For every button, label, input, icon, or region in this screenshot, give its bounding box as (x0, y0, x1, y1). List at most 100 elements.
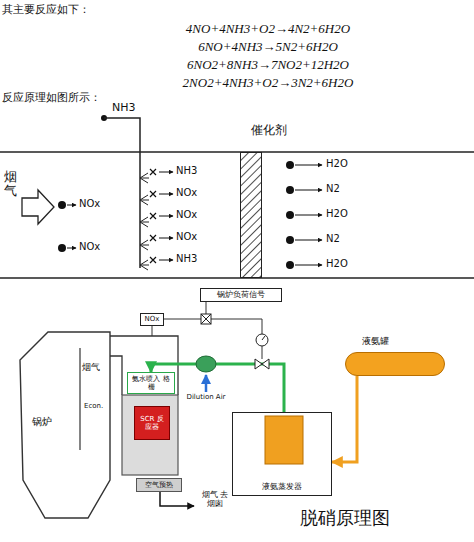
boiler-wall (79, 348, 80, 450)
chemical-formula: NOx (176, 231, 197, 243)
molecule-dot (58, 244, 66, 252)
flue-gas-label: 烟气 (4, 170, 17, 199)
molecule-dot (150, 235, 156, 241)
control-valve (255, 359, 269, 369)
label-holder: NOx (176, 209, 197, 221)
pipe-fittings (196, 356, 269, 372)
label-holder: 4NO+4NH3+O2→4N2+6H2O (186, 22, 350, 37)
molecule-dot (67, 248, 76, 249)
flue-duct (0, 151, 474, 153)
molecule-dot (286, 161, 294, 169)
pressure-gauge (256, 334, 268, 346)
injection-grid: 氨水喷入 格栅 (127, 372, 175, 394)
chemical-formula: NOx (79, 241, 100, 253)
molecule-dot (159, 260, 173, 261)
node-label: 液氨蒸发器 (262, 482, 302, 491)
label-holder: 其主要反应如下： (2, 4, 90, 17)
chemical-formula: N2 (326, 233, 340, 245)
label-holder: 烟气 (82, 362, 100, 372)
boiler-duct (110, 356, 122, 395)
label-holder: 6NO2+8NH3→7NO2+12H2O (187, 58, 349, 73)
label-holder: 反应原理如图所示： (2, 92, 101, 105)
molecule-dot (295, 165, 322, 166)
reaction-equation: 4NO+4NH3+O2→4N2+6H2O (186, 22, 350, 37)
chemical-formula: H2O (326, 158, 348, 170)
control-box (201, 314, 211, 324)
signal-line (152, 302, 262, 359)
node-label: 氨水喷入 格栅 (131, 375, 171, 391)
catalyst-bed-outline (240, 152, 262, 278)
molecule-dot (159, 238, 173, 239)
node-label: 空气预热 (145, 481, 173, 489)
boiler-outline (20, 332, 110, 518)
figure-title: 脱硝原理图 (300, 508, 390, 529)
scr-reactor: SCR 反应器 (134, 406, 170, 440)
flue-gas-label: 烟气 去烟囱 (198, 490, 232, 508)
molecule-dot (286, 211, 294, 219)
chemical-formula: NOx (79, 198, 100, 210)
molecule-dot (159, 194, 173, 195)
dilution-air-arrow (205, 375, 208, 392)
label-holder: NH3 (112, 102, 136, 115)
pressure-gauge (262, 336, 265, 340)
evaporator: 液氨蒸发器 (232, 412, 332, 496)
label-holder: 烟气 (4, 170, 17, 199)
flue-gas-label: 烟气 (82, 362, 100, 372)
label-holder: NOx (176, 187, 197, 199)
label-holder: NH3 (176, 165, 197, 177)
chemical-formula: NH3 (176, 165, 197, 177)
label-holder: H2O (326, 208, 348, 220)
node-label: SCR 反应器 (138, 415, 166, 431)
spray-nozzle (140, 173, 149, 270)
signal-line (262, 346, 263, 359)
molecule-dot (295, 240, 322, 241)
dilution-air-arrow (206, 375, 207, 392)
pipe-connector (332, 376, 357, 462)
flue-exit-arrow (160, 492, 194, 506)
molecule-dot (159, 216, 173, 217)
molecule-dot (295, 215, 322, 216)
molecule-dot (286, 261, 294, 269)
node-label: 锅炉负荷信号 (217, 290, 265, 299)
caption-text: 反应原理如图所示： (2, 92, 101, 105)
molecule-dot (67, 205, 76, 206)
spray-nozzle (140, 173, 149, 183)
chemical-formula: H2O (326, 208, 348, 220)
reaction-equation: 6NO+4NH3→5N2+6H2O (198, 40, 338, 55)
control-box (201, 314, 211, 324)
node-heading: 液氨罐 (362, 336, 389, 346)
molecule-dot (150, 257, 156, 263)
label-holder: 2NO2+4NH3+O2→3N2+6H2O (183, 76, 354, 91)
signal-line (152, 325, 153, 336)
label-holder: 6NO+4NH3→5N2+6H2O (198, 40, 338, 55)
molecule-dot (286, 186, 294, 194)
flue-exit-arrow (160, 492, 194, 506)
catalyst-hatching (241, 153, 262, 278)
molecule-dot (150, 213, 156, 219)
label-holder: NOx (79, 241, 100, 253)
node-label: 锅炉 (32, 416, 52, 428)
signal-box: 锅炉负荷信号 (200, 288, 282, 302)
molecule-dot (295, 190, 322, 191)
molecule-dot (150, 169, 156, 175)
molecule-dot (159, 172, 173, 173)
label-holder: NOx (79, 198, 100, 210)
analyzer-box: NOx (140, 313, 164, 326)
molecule-dot (286, 236, 294, 244)
label-holder: 脱硝原理图 (300, 508, 390, 529)
signal-line (211, 319, 262, 334)
flue-duct (0, 277, 474, 279)
molecule-dot (58, 161, 322, 269)
molecule-dot (150, 191, 156, 197)
boiler: 锅炉 (18, 330, 113, 520)
reaction-equation: 2NO2+4NH3+O2→3N2+6H2O (183, 76, 354, 91)
spray-nozzle (140, 195, 149, 205)
flue-gas-arrow (22, 190, 54, 224)
label-holder: NOx (176, 231, 197, 243)
chemical-formula: NH3 (176, 253, 197, 265)
ammonia-pipe (104, 118, 140, 268)
label-holder: H2O (326, 158, 348, 170)
chemical-formula: NOx (176, 209, 197, 221)
label-holder: NH3 (176, 253, 197, 265)
flue-gas-arrow (22, 190, 54, 224)
